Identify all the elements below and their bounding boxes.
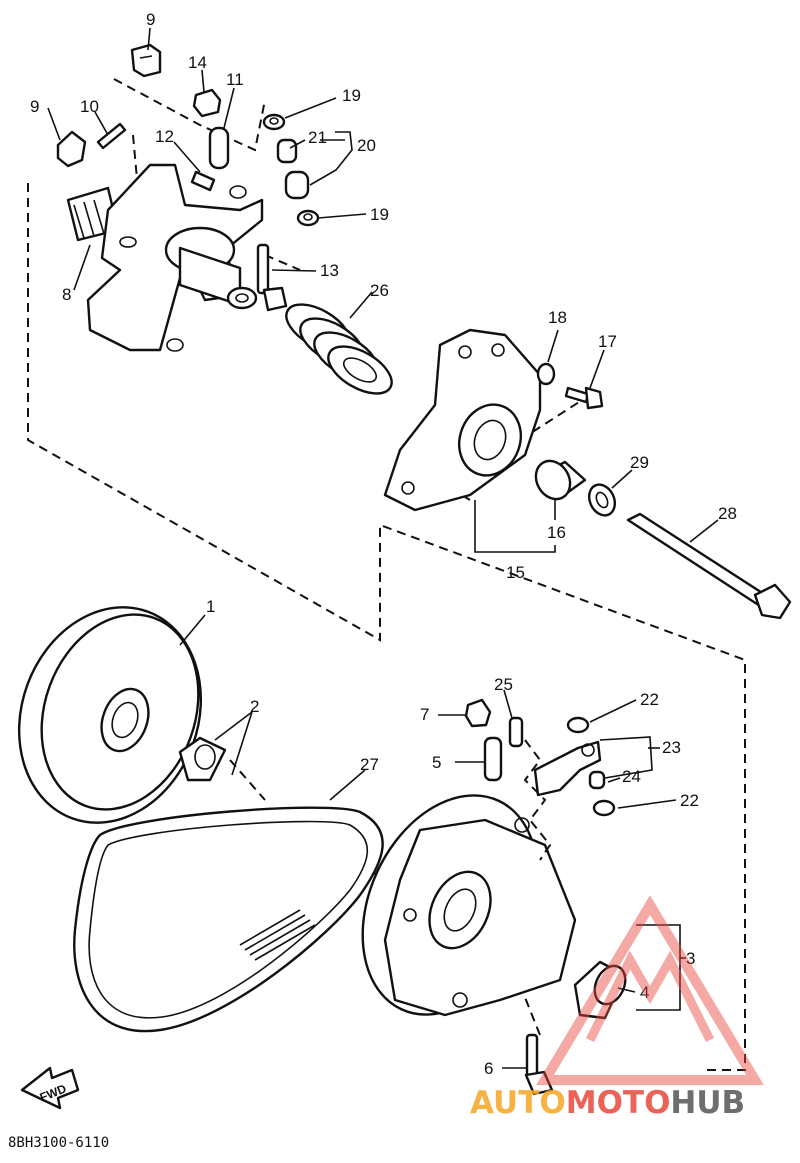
- part-9-clip-left: [56, 130, 87, 168]
- part-19-washer-top: [262, 113, 286, 131]
- part-28-long-bolt: [626, 512, 792, 620]
- label-12: 12: [155, 127, 174, 146]
- label-26: 26: [370, 281, 389, 300]
- part-1-fixed-sheave: [17, 606, 203, 824]
- diagram-code: 8BH3100-6110: [8, 1135, 109, 1151]
- part-29-collar: [587, 483, 617, 517]
- watermark-auto: AUTO: [470, 1085, 566, 1121]
- label-27: 27: [360, 755, 379, 774]
- part-24-roller: [588, 770, 606, 790]
- label-10: 10: [80, 97, 99, 116]
- part-27-drive-belt: [73, 806, 384, 1033]
- label-5: 5: [432, 753, 441, 772]
- part-9-clip-top: [130, 43, 162, 78]
- label-11: 11: [226, 70, 244, 89]
- watermark-triangle-icon: [536, 895, 764, 1085]
- label-9-left: 9: [30, 97, 39, 116]
- label-19-top: 19: [342, 86, 361, 105]
- part-7-nut: [464, 698, 492, 728]
- label-6: 6: [484, 1059, 493, 1078]
- label-16: 16: [547, 523, 566, 542]
- label-29: 29: [630, 453, 649, 472]
- zigzag-dash: [523, 739, 552, 861]
- watermark-moto: MOTO: [566, 1085, 671, 1121]
- part-12-screw: [190, 170, 216, 192]
- label-14: 14: [188, 53, 207, 72]
- part-3-bushing: [573, 960, 627, 1020]
- part-number-labels: 9 9 10 14 11 12 19 21 20 19 13 8 26 18 1…: [30, 10, 737, 1078]
- label-3: 3: [686, 949, 695, 968]
- watermark-hub: HUB: [670, 1085, 745, 1121]
- label-28: 28: [718, 504, 737, 523]
- label-2: 2: [250, 697, 259, 716]
- label-7: 7: [420, 705, 429, 724]
- part-22-washer-top: [566, 716, 590, 734]
- label-22-top: 22: [640, 690, 659, 709]
- part-18-collar: [536, 362, 556, 386]
- part-21-bushing: [276, 138, 298, 164]
- clutch-body: [361, 794, 577, 1017]
- part-5-pin: [483, 736, 503, 782]
- part-2-collar: [178, 736, 227, 782]
- svg-text:AUTOMOTOHUB: AUTOMOTOHUB: [470, 1085, 745, 1121]
- label-24: 24: [622, 767, 641, 786]
- part-6-bolt: [524, 1033, 554, 1096]
- part-23-arm: [533, 740, 602, 797]
- part-10-pin: [96, 122, 127, 150]
- label-4: 4: [640, 983, 649, 1002]
- label-23: 23: [662, 738, 681, 757]
- part-16-bushing: [534, 459, 587, 501]
- part-26-spring: [285, 303, 393, 395]
- label-15: 15: [506, 563, 525, 582]
- label-22-bottom: 22: [680, 791, 699, 810]
- label-17: 17: [598, 332, 617, 351]
- label-9-top: 9: [146, 10, 155, 29]
- label-21: 21: [308, 128, 327, 147]
- part-17-bolt: [564, 386, 604, 410]
- part-20-roller: [284, 170, 310, 200]
- part-13-bolt: [256, 243, 288, 312]
- label-25: 25: [494, 675, 513, 694]
- watermark-logo: AUTOMOTOHUB: [470, 895, 764, 1121]
- part-19-washer-bottom: [296, 209, 320, 227]
- leader-lines: [47, 27, 719, 1069]
- part-25-pin: [508, 716, 524, 748]
- fwd-arrow: FWD: [20, 1066, 80, 1110]
- part-11-sleeve: [208, 126, 230, 170]
- label-1: 1: [206, 597, 215, 616]
- part-15-spider-cover: [383, 328, 542, 512]
- label-8: 8: [62, 285, 71, 304]
- label-18: 18: [548, 308, 567, 327]
- label-19-bottom: 19: [370, 205, 389, 224]
- part-14-nut: [192, 88, 222, 118]
- part-22-washer-bottom: [592, 799, 616, 817]
- label-20: 20: [357, 136, 376, 155]
- label-13: 13: [320, 261, 339, 280]
- part-8-spider-assembly: [66, 163, 264, 352]
